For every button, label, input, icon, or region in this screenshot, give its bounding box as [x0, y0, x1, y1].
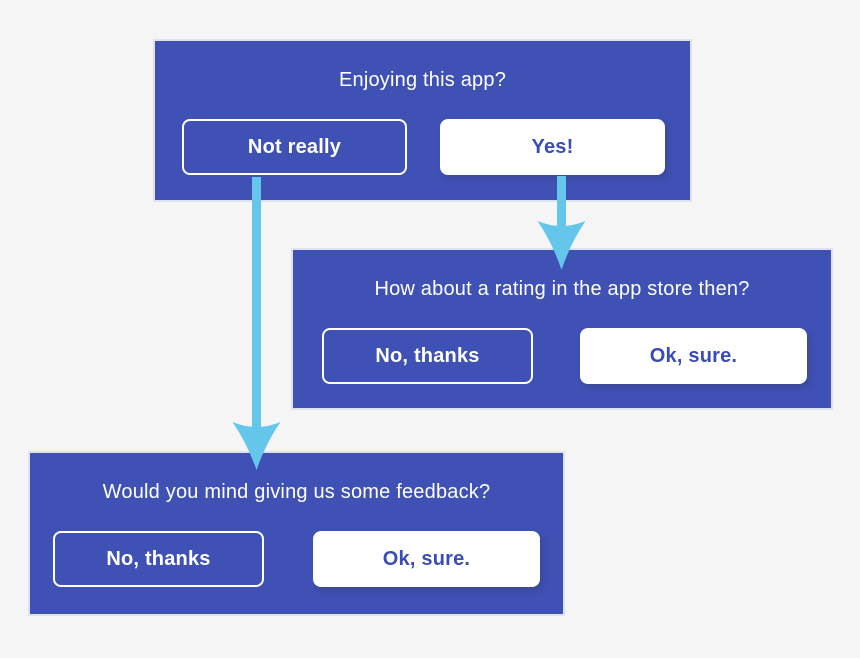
- dialog-app-store-rating: How about a rating in the app store then…: [291, 248, 833, 410]
- dialog-question: How about a rating in the app store then…: [374, 278, 750, 300]
- dialog-button-row: Not really Yes!: [155, 119, 690, 175]
- not-really-button[interactable]: Not really: [182, 119, 407, 175]
- yes-button[interactable]: Yes!: [440, 119, 665, 175]
- dialog-question: Enjoying this app?: [338, 69, 507, 91]
- dialog-button-row: No, thanks Ok, sure.: [30, 531, 563, 587]
- no-thanks-button[interactable]: No, thanks: [322, 328, 533, 384]
- arrow-not-really-to-feedback: [232, 177, 281, 470]
- ok-sure-button[interactable]: Ok, sure.: [313, 531, 540, 587]
- ok-sure-button[interactable]: Ok, sure.: [580, 328, 807, 384]
- no-thanks-button[interactable]: No, thanks: [53, 531, 264, 587]
- dialog-feedback: Would you mind giving us some feedback? …: [28, 451, 565, 616]
- dialog-button-row: No, thanks Ok, sure.: [293, 328, 831, 384]
- dialog-question: Would you mind giving us some feedback?: [102, 481, 491, 503]
- dialog-enjoying-app: Enjoying this app? Not really Yes!: [153, 39, 692, 202]
